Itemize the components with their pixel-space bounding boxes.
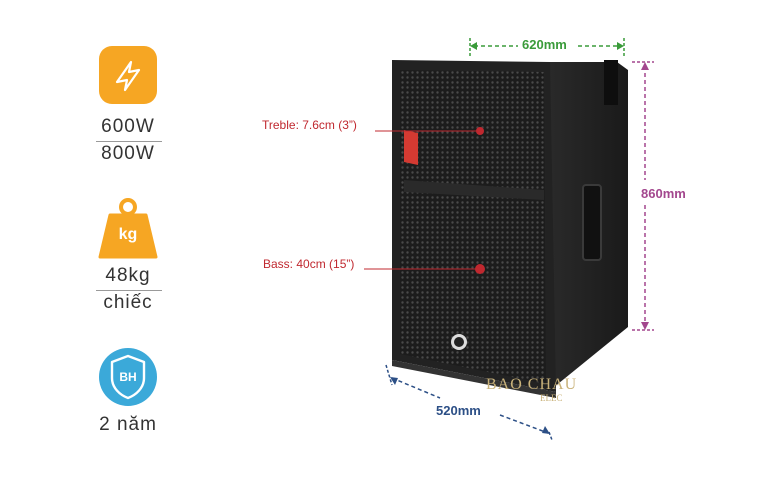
power-divider — [96, 141, 162, 142]
depth-dimension: 520mm — [436, 403, 481, 418]
width-dimension: 620mm — [522, 37, 567, 52]
treble-label: Treble: 7.6cm (3”) — [262, 118, 357, 132]
watermark-sub: ELEC — [540, 393, 563, 403]
warranty-shield-icon — [99, 348, 157, 406]
brand-tag — [404, 130, 418, 165]
side-handle — [582, 184, 602, 261]
power-rms: 600W — [101, 116, 155, 137]
kg-weight-icon — [98, 198, 158, 259]
bass-label: Bass: 40cm (15”) — [263, 257, 355, 271]
speaker-grille — [400, 70, 546, 384]
weight-unit: chiếc — [103, 292, 153, 313]
watermark-brand: BAO CHAU — [486, 376, 578, 393]
side-slot — [604, 60, 618, 105]
depth-line-right — [499, 414, 549, 434]
lightning-icon — [99, 46, 157, 104]
weight-icon-tile: kg — [98, 197, 158, 259]
grille-divider — [404, 180, 544, 200]
depth-line-left — [391, 377, 441, 399]
warranty-icon-tile: BH — [98, 345, 158, 409]
warranty-value: 2 năm — [99, 414, 157, 435]
bass-marker — [475, 264, 485, 274]
power-icon-tile — [98, 45, 158, 105]
kg-badge-text: kg — [118, 226, 138, 243]
treble-marker — [476, 127, 484, 135]
power-peak: 800W — [101, 143, 155, 164]
height-dimension: 860mm — [641, 186, 686, 201]
weight-divider — [96, 290, 162, 291]
warranty-badge-text: BH — [119, 370, 137, 384]
weight-value: 48kg — [105, 265, 151, 286]
